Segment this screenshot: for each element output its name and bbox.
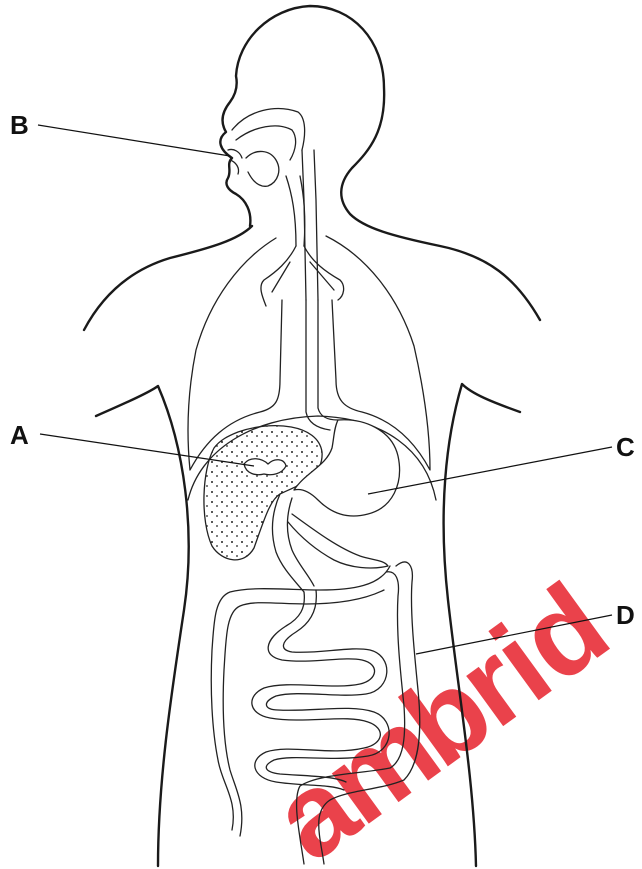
nasal-cavity [232,109,305,150]
leader-line-b [38,125,230,156]
left-shoulder [84,226,252,330]
pancreas [288,514,388,568]
trachea [286,176,305,246]
gall-bladder [244,459,286,475]
watermark: a m b r i d [250,558,632,869]
label-leaders [38,125,612,654]
duodenum [273,494,314,592]
label-b: B [10,110,29,140]
label-c: C [616,432,635,462]
palate [236,126,296,160]
upper-tract [228,109,344,306]
left-torso [96,386,189,866]
leader-line-c [368,447,612,494]
label-a: A [10,420,29,450]
tongue [246,151,279,186]
head-and-right-shoulder [220,6,540,320]
bronchi [261,246,344,306]
label-d: D [616,600,635,630]
